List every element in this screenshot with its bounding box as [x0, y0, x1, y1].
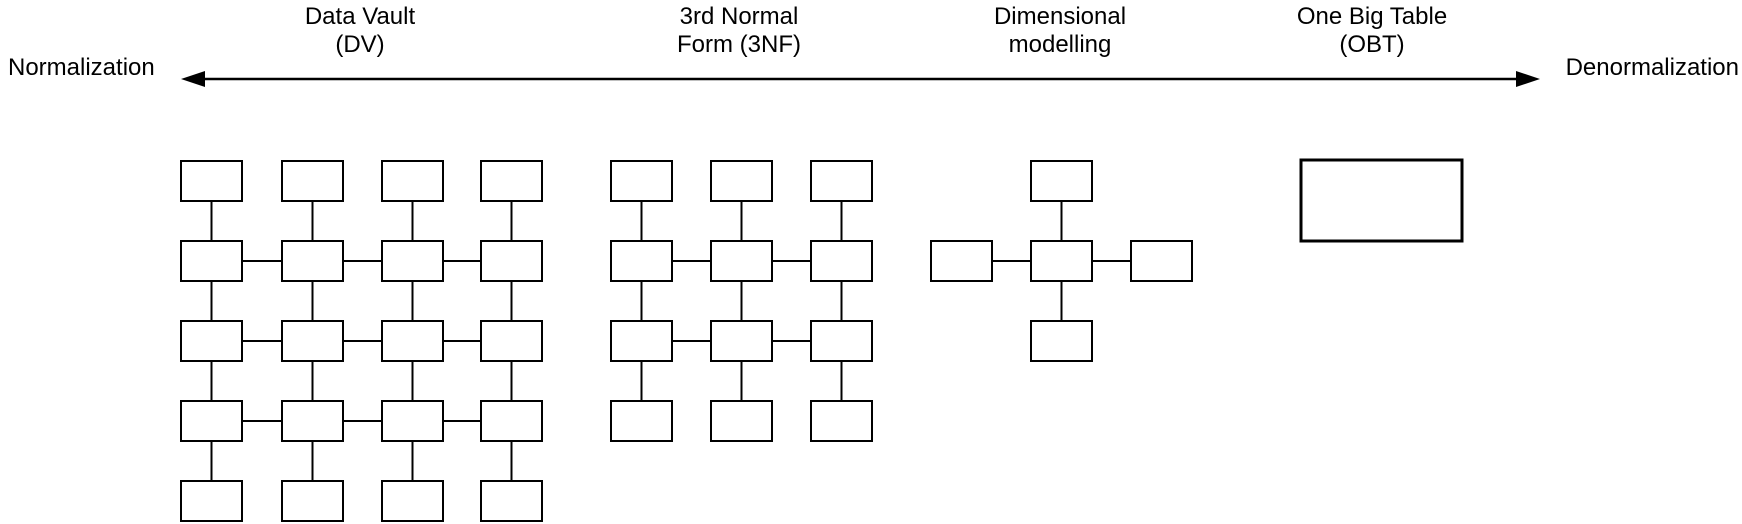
big-table-box	[1299, 158, 1464, 243]
table-box	[281, 240, 344, 282]
arrowhead-right	[1516, 71, 1540, 87]
dimensional-diagram	[930, 160, 1193, 362]
table-box	[610, 160, 673, 202]
table-box	[610, 400, 673, 442]
table-box	[381, 480, 444, 522]
label-data-vault-line1: Data Vault	[304, 3, 416, 30]
table-box	[710, 240, 773, 282]
obt-diagram	[1299, 158, 1464, 243]
table-box	[710, 400, 773, 442]
label-obt-line1: One Big Table	[1296, 3, 1448, 30]
table-box	[610, 240, 673, 282]
table-box	[281, 160, 344, 202]
normalization-label: Normalization	[8, 54, 155, 81]
spectrum-arrow	[181, 71, 1540, 87]
label-dimensional: Dimensional modelling	[994, 3, 1126, 59]
label-3nf-line2: Form (3NF)	[677, 31, 801, 58]
table-box	[710, 320, 773, 362]
arrowhead-left	[181, 71, 205, 87]
table-box	[810, 400, 873, 442]
table-box	[180, 480, 243, 522]
table-box	[1130, 240, 1193, 282]
label-3nf-line1: 3rd Normal	[679, 3, 799, 30]
table-box	[610, 320, 673, 362]
label-obt: One Big Table (OBT)	[1297, 3, 1447, 59]
table-box	[480, 400, 543, 442]
table-box	[381, 320, 444, 362]
3nf-diagram	[610, 160, 873, 442]
table-box	[1030, 320, 1093, 362]
table-box	[810, 320, 873, 362]
table-box	[810, 160, 873, 202]
table-box	[281, 480, 344, 522]
label-3nf: 3rd Normal Form (3NF)	[677, 3, 801, 59]
data-vault-diagram	[180, 160, 543, 522]
table-box	[480, 480, 543, 522]
table-box	[180, 400, 243, 442]
label-obt-line2: (OBT)	[1339, 31, 1405, 58]
table-box	[281, 400, 344, 442]
table-box	[930, 240, 993, 282]
table-box	[381, 240, 444, 282]
table-box	[480, 240, 543, 282]
label-dimensional-line1: Dimensional	[993, 3, 1127, 30]
table-box	[480, 160, 543, 202]
label-dimensional-line2: modelling	[1008, 31, 1112, 58]
table-box	[710, 160, 773, 202]
table-box	[281, 320, 344, 362]
label-data-vault: Data Vault (DV)	[305, 3, 415, 59]
table-box	[810, 240, 873, 282]
table-box	[180, 160, 243, 202]
table-box	[180, 320, 243, 362]
table-box	[180, 240, 243, 282]
label-data-vault-line2: (DV)	[335, 31, 385, 58]
table-box	[381, 160, 444, 202]
table-box	[381, 400, 444, 442]
denormalization-label: Denormalization	[1565, 54, 1739, 81]
table-box	[1030, 160, 1093, 202]
table-box	[480, 320, 543, 362]
table-box	[1030, 240, 1093, 282]
